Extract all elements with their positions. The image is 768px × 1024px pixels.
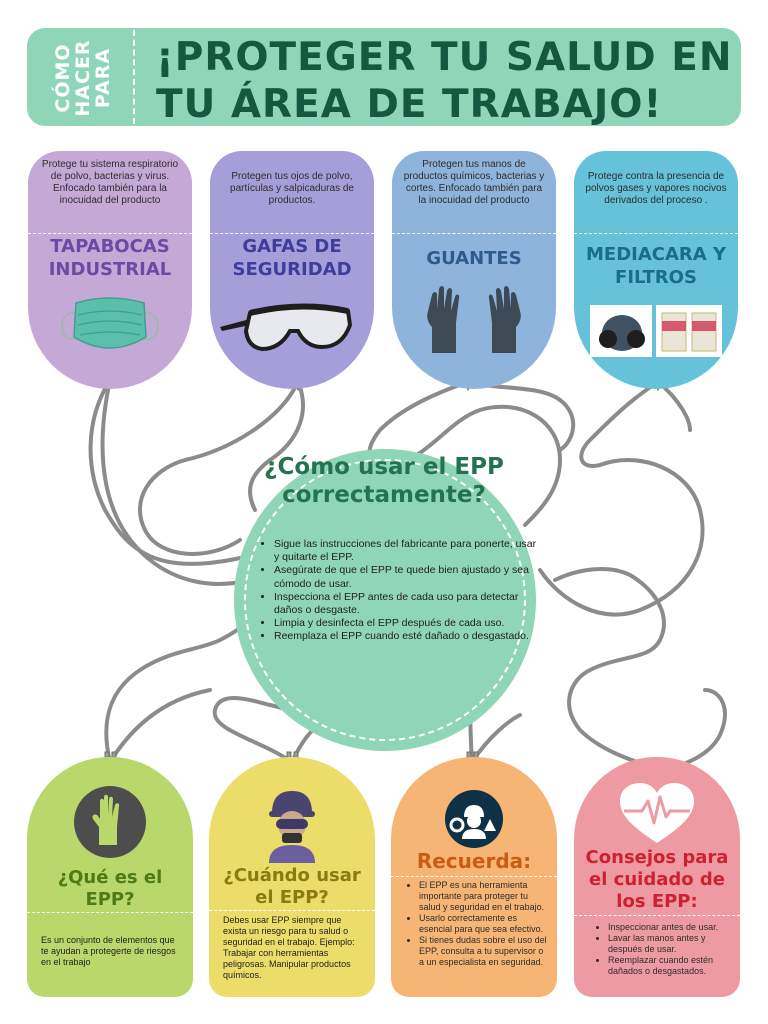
card-divider bbox=[209, 910, 375, 911]
card-que-es-epp: ¿Qué es el EPP? Es un conjunto de elemen… bbox=[27, 757, 193, 997]
card-divider bbox=[392, 233, 556, 234]
card-divider bbox=[27, 912, 193, 913]
card-consejos: Consejos para el cuidado de los EPP: Ins… bbox=[574, 757, 740, 997]
card-divider bbox=[574, 915, 740, 916]
card-tapabocas: Protege tu sistema respiratorio de polvo… bbox=[28, 151, 192, 389]
card-title: GAFAS DE SEGURIDAD bbox=[232, 236, 352, 280]
card-divider bbox=[574, 233, 738, 234]
list-item: Lavar las manos antes y después de usar. bbox=[608, 933, 732, 955]
card-divider bbox=[210, 233, 374, 234]
list-item: Si tienes dudas sobre el uso del EPP, co… bbox=[419, 935, 549, 968]
card-mediacara: Protege contra la presencia de polvos ga… bbox=[574, 151, 738, 389]
safety-glasses-icon bbox=[210, 291, 374, 365]
list-item: Limpia y desinfecta el EPP después de ca… bbox=[274, 617, 540, 630]
card-recuerda: Recuerda: El EPP es una herramienta impo… bbox=[391, 757, 557, 997]
glove-circle-icon bbox=[73, 785, 147, 863]
howto-label: CÓMO HACER PARA bbox=[52, 39, 114, 117]
card-title: Consejos para el cuidado de los EPP: bbox=[585, 847, 729, 912]
card-title: Recuerda: bbox=[416, 849, 532, 873]
list-item: El EPP es una herramienta importante par… bbox=[419, 880, 549, 913]
half-mask-respirator-icon bbox=[574, 301, 738, 365]
heartbeat-icon bbox=[616, 781, 698, 851]
gloves-icon bbox=[392, 283, 556, 361]
card-description: Protegen tus manos de productos químicos… bbox=[403, 159, 545, 206]
center-list: Sigue las instrucciones del fabricante p… bbox=[256, 538, 540, 644]
card-guantes: Protegen tus manos de productos químicos… bbox=[392, 151, 556, 389]
header-banner bbox=[27, 28, 741, 126]
card-list: El EPP es una herramienta importante par… bbox=[405, 880, 549, 968]
card-title: ¿Cuándo usar el EPP? bbox=[223, 865, 361, 908]
card-list: Inspeccionar antes de usar. Lavar las ma… bbox=[594, 922, 732, 977]
header-divider bbox=[133, 30, 135, 124]
list-item: Reemplaza el EPP cuando esté dañado o de… bbox=[274, 630, 540, 643]
card-text: Debes usar EPP siempre que exista un rie… bbox=[223, 915, 355, 980]
card-title: TAPABOCAS INDUSTRIAL bbox=[48, 236, 172, 280]
center-title: ¿Cómo usar el EPP correctamente? bbox=[264, 454, 504, 508]
protected-worker-icon bbox=[257, 783, 327, 867]
card-cuando-usar: ¿Cuándo usar el EPP? Debes usar EPP siem… bbox=[209, 757, 375, 997]
card-description: Protege contra la presencia de polvos ga… bbox=[585, 171, 727, 206]
card-divider bbox=[391, 876, 557, 877]
list-item: Sigue las instrucciones del fabricante p… bbox=[274, 538, 540, 564]
page-title: ¡PROTEGER TU SALUD EN TU ÁREA DE TRABAJO… bbox=[156, 35, 733, 127]
card-gafas: Protegen tus ojos de polvo, partículas y… bbox=[210, 151, 374, 389]
face-mask-icon bbox=[28, 289, 192, 373]
card-divider bbox=[28, 233, 192, 234]
center-circle-ring bbox=[244, 459, 526, 741]
card-title: GUANTES bbox=[426, 248, 522, 269]
card-title: MEDIACARA Y FILTROS bbox=[585, 244, 726, 288]
list-item: Inspeccionar antes de usar. bbox=[608, 922, 732, 933]
list-item: Inspecciona el EPP antes de cada uso par… bbox=[274, 591, 540, 617]
list-item: Asegúrate de que el EPP te quede bien aj… bbox=[274, 564, 540, 590]
card-text: Es un conjunto de elementos que te ayuda… bbox=[41, 935, 176, 967]
safety-worker-gear-icon bbox=[444, 789, 504, 853]
list-item: Reemplazar cuando estén dañados o desgas… bbox=[608, 955, 732, 977]
card-title: ¿Qué es el EPP? bbox=[57, 867, 163, 910]
card-description: Protegen tus ojos de polvo, partículas y… bbox=[230, 171, 354, 206]
list-item: Usarlo correctamente es esencial para qu… bbox=[419, 913, 549, 935]
card-description: Protege tu sistema respiratorio de polvo… bbox=[41, 159, 179, 206]
